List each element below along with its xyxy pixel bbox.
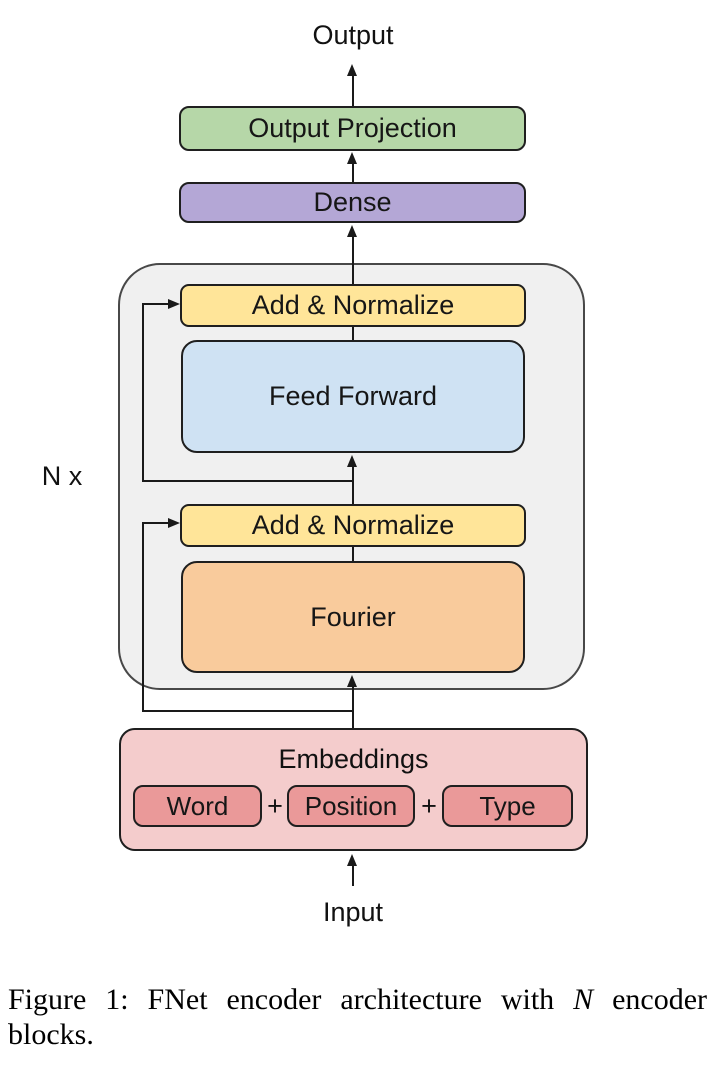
output-arrow-line bbox=[352, 75, 354, 106]
output-projection-block: Output Projection bbox=[179, 106, 526, 151]
projection-arrowhead-icon bbox=[347, 152, 357, 164]
figure-number: Figure 1: bbox=[8, 983, 129, 1016]
output-projection-label: Output Projection bbox=[248, 113, 457, 143]
figure-caption: Figure 1: FNet encoder architecture with… bbox=[8, 982, 707, 1052]
plus-sign-2: + bbox=[421, 791, 437, 821]
embeddings-label: Embeddings bbox=[278, 744, 429, 774]
add-normalize-bottom-label: Add & Normalize bbox=[251, 510, 455, 540]
residual-fourier-arrowhead-icon bbox=[168, 518, 180, 528]
residual-fourier-bottom-line bbox=[142, 710, 354, 712]
position-embedding-block: Position bbox=[287, 785, 415, 827]
input-arrow-line bbox=[352, 865, 354, 886]
dense-arrowhead-icon bbox=[347, 225, 357, 237]
add-normalize-top-label: Add & Normalize bbox=[251, 290, 455, 320]
dense-label: Dense bbox=[313, 187, 392, 217]
type-embedding-block: Type bbox=[442, 785, 573, 827]
type-label: Type bbox=[479, 790, 536, 821]
addnorm-to-dense-line bbox=[352, 236, 354, 285]
repeat-count-label: N x bbox=[41, 461, 83, 491]
feed-forward-block: Feed Forward bbox=[181, 340, 525, 453]
add-normalize-top-block: Add & Normalize bbox=[180, 284, 526, 327]
embeddings-to-fourier-line bbox=[352, 686, 354, 729]
figure-caption-line1: Figure 1: FNet encoder architecture with… bbox=[8, 982, 707, 1017]
residual-ff-vertical-line bbox=[142, 303, 144, 482]
word-label: Word bbox=[166, 790, 229, 821]
addnorm-to-ff-line bbox=[352, 466, 354, 505]
residual-fourier-vertical-line bbox=[142, 522, 144, 712]
add-normalize-bottom-block: Add & Normalize bbox=[180, 504, 526, 547]
caption-text-tail: encoder bbox=[612, 983, 707, 1016]
caption-text: FNet encoder architecture with bbox=[147, 983, 555, 1016]
output-label: Output bbox=[312, 20, 394, 50]
residual-ff-top-line bbox=[142, 303, 170, 305]
output-arrowhead-icon bbox=[347, 64, 357, 76]
fourier-arrowhead-icon bbox=[347, 675, 357, 687]
feed-forward-arrowhead-icon bbox=[347, 455, 357, 467]
fourier-block: Fourier bbox=[181, 561, 525, 673]
dense-block: Dense bbox=[179, 182, 526, 223]
ff-to-addnorm-line bbox=[352, 327, 354, 341]
residual-ff-bottom-line bbox=[142, 480, 354, 482]
input-arrowhead-icon bbox=[347, 854, 357, 866]
word-embedding-block: Word bbox=[133, 785, 262, 827]
figure-caption-line2: blocks. bbox=[8, 1018, 94, 1051]
fourier-label: Fourier bbox=[310, 601, 396, 632]
dense-to-projection-line bbox=[352, 163, 354, 183]
residual-ff-arrowhead-icon bbox=[168, 299, 180, 309]
residual-fourier-top-line bbox=[142, 522, 170, 524]
plus-sign-1: + bbox=[267, 791, 283, 821]
caption-math-variable: N bbox=[573, 983, 594, 1016]
feed-forward-label: Feed Forward bbox=[268, 381, 438, 411]
fourier-to-addnorm-line bbox=[352, 547, 354, 562]
position-label: Position bbox=[304, 790, 398, 821]
input-label: Input bbox=[322, 897, 384, 927]
